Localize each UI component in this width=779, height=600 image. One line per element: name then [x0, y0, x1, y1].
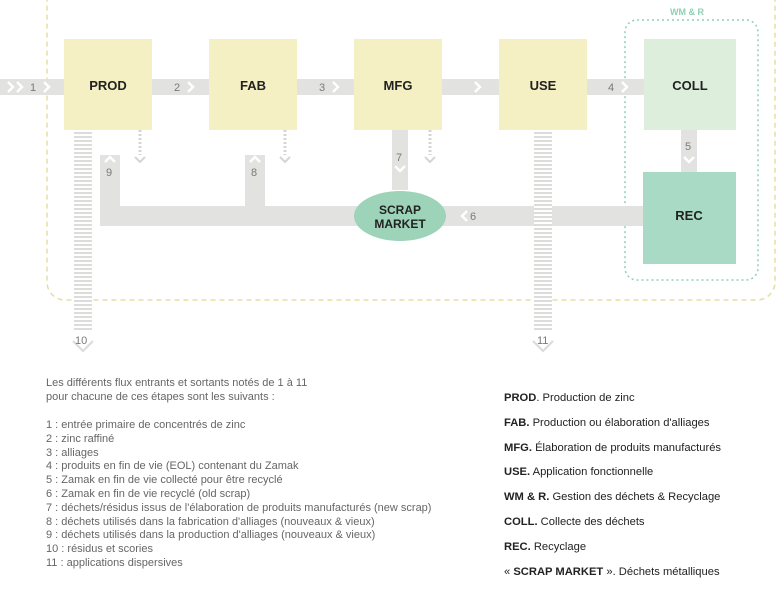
- coll-box: [644, 39, 736, 130]
- definition-abbr: SCRAP MARKET: [513, 565, 604, 578]
- chevron-right-icon: [7, 81, 15, 93]
- bottom-arrows: [72, 340, 554, 353]
- definition-text: Application fonctionnelle: [530, 466, 654, 479]
- wm-r-label: WM & R: [670, 7, 704, 17]
- fab-label: FAB: [240, 78, 266, 93]
- flow-10-column: [74, 130, 92, 330]
- definition-row: PROD. Production de zinc: [504, 392, 721, 417]
- flow-diagram: WM & R: [0, 0, 776, 353]
- dotted-arrow-heads: [134, 156, 436, 164]
- use-label: USE: [530, 78, 557, 93]
- definition-text: . Production de zinc: [536, 392, 635, 404]
- definition-abbr: FAB.: [504, 416, 530, 429]
- flow-10-label: 10: [75, 335, 87, 347]
- prod-box: [64, 39, 152, 130]
- chevrons: [7, 81, 695, 222]
- definition-abbr: COLL.: [504, 515, 538, 528]
- chevron-down-icon: [683, 156, 695, 164]
- flow-list: 1 : entrée primaire de concentrés de zin…: [46, 419, 431, 571]
- flow-item: 5 : Zamak en fin de vie collecté pour êt…: [46, 474, 283, 487]
- chevron-right-icon: [187, 81, 195, 93]
- flow-4-label: 4: [608, 82, 614, 94]
- flow-item: 6 : Zamak en fin de vie recyclé (old scr…: [46, 487, 251, 500]
- chevron-up-icon: [104, 155, 116, 163]
- flow-1-label: 1: [30, 82, 36, 94]
- definition-text: Gestion des déchets & Recyclage: [549, 491, 721, 504]
- mfg-box: [354, 39, 442, 130]
- definition-text: Production ou élaboration d'alliages: [529, 416, 710, 429]
- definition-text: Élaboration de produits manufacturés: [531, 441, 722, 454]
- definition-row: USE. Application fonctionnelle: [504, 466, 721, 491]
- mfg-label: MFG: [384, 78, 413, 93]
- abbreviation-definitions: PROD. Production de zinc FAB. Production…: [504, 392, 721, 590]
- flow-8-label: 8: [251, 167, 257, 179]
- chevron-right-icon: [332, 81, 340, 93]
- use-box: [499, 39, 587, 130]
- chevron-right-icon: [16, 81, 24, 93]
- flow-item: 7 : déchets/résidus issus de l'élaborati…: [46, 501, 432, 514]
- chevron-right-icon: [474, 81, 482, 93]
- system-boundary: [46, 0, 776, 301]
- definition-row: MFG. Élaboration de produits manufacturé…: [504, 442, 721, 467]
- definition-abbr: PROD: [504, 392, 537, 404]
- flow-11-label: 11: [537, 335, 548, 347]
- flow-9-label: 9: [106, 167, 112, 179]
- flow-item: 2 : zinc raffiné: [46, 432, 115, 445]
- chevron-down-icon: [72, 340, 94, 353]
- flow-item: 9 : déchets utilisés dans la production …: [46, 529, 376, 542]
- chevron-down-icon: [134, 156, 146, 164]
- definition-row: « SCRAP MARKET ». Déchets métalliques: [504, 566, 721, 591]
- flow-item: 4 : produits en fin de vie (EOL) contena…: [46, 460, 299, 473]
- dotted-arrows: [138, 130, 432, 155]
- flow-item: 1 : entrée primaire de concentrés de zin…: [46, 419, 246, 431]
- scrap-label-line2: MARKET: [374, 217, 426, 231]
- flow-item: 10 : résidus et scories: [46, 543, 153, 556]
- definition-row: FAB. Production ou élaboration d'alliage…: [504, 417, 721, 442]
- chevron-down-icon: [532, 340, 554, 353]
- chevron-up-icon: [249, 155, 261, 163]
- flow-5-label: 5: [685, 141, 691, 153]
- definition-abbr: USE.: [504, 466, 531, 479]
- coll-label: COLL: [672, 78, 707, 93]
- definition-text: Recyclage: [530, 540, 587, 553]
- definition-abbr: REC.: [504, 540, 531, 553]
- chevron-left-icon: [460, 210, 468, 222]
- definition-row: REC. Recyclage: [504, 541, 721, 566]
- scrap-label-line1: SCRAP: [379, 203, 421, 217]
- chevron-down-icon: [394, 165, 406, 173]
- flow-item: 3 : alliages: [46, 446, 99, 459]
- intro-line: Les différents flux entrants et sortants…: [46, 377, 308, 389]
- rec-label: REC: [675, 208, 703, 223]
- flow-2-label: 2: [174, 82, 180, 94]
- flow-intro: Les différents flux entrants et sortants…: [46, 377, 307, 405]
- chevron-down-icon: [279, 156, 291, 164]
- flow-6-label: 6: [470, 211, 476, 223]
- definition-text: ». Déchets métalliques: [603, 565, 720, 578]
- flow-3-label: 3: [319, 82, 325, 94]
- definition-row: WM & R. Gestion des déchets & Recyclage: [504, 491, 721, 516]
- chevron-down-icon: [424, 156, 436, 164]
- chevron-right-icon: [43, 81, 51, 93]
- chevron-right-icon: [621, 81, 629, 93]
- definition-abbr: MFG.: [504, 441, 532, 454]
- definition-text: Collecte des déchets: [537, 515, 645, 528]
- definition-row: COLL. Collecte des déchets: [504, 516, 721, 541]
- scrap-def-open: «: [504, 565, 514, 578]
- prod-label: PROD: [89, 78, 127, 93]
- wm-r-group: [624, 19, 759, 281]
- fab-box: [209, 39, 297, 130]
- flow-11-column: [534, 130, 552, 330]
- scrap-market-node: [354, 191, 446, 241]
- definition-abbr: WM & R.: [504, 491, 550, 504]
- flow-item: 8 : déchets utilisés dans la fabrication…: [46, 515, 375, 528]
- rec-box: [643, 172, 736, 264]
- flow-item: 11 : applications dispersives: [46, 556, 183, 569]
- intro-line: pour chacune de ces étapes sont les suiv…: [46, 390, 275, 403]
- flow-7-label: 7: [396, 152, 402, 164]
